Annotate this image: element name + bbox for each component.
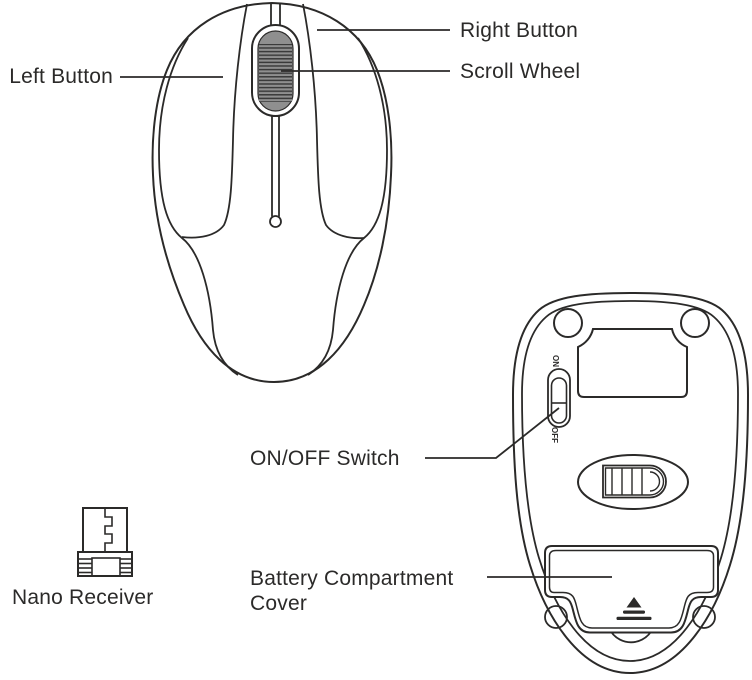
finger-notch: [611, 632, 651, 644]
label-on-off-switch: ON/OFF Switch: [250, 447, 400, 470]
mouse-top-view: [151, 1, 393, 384]
mouse-bottom-view: [511, 291, 750, 675]
label-plate: [577, 328, 688, 398]
on-off-switch: [547, 368, 571, 428]
bottom-view-inner-outline: [521, 300, 739, 662]
left-button-seam: [181, 3, 248, 239]
nano-receiver: [77, 507, 133, 577]
label-right-button: Right Button: [460, 19, 578, 42]
receiver-tab: [91, 557, 121, 577]
mouse-foot-top-left: [553, 308, 583, 338]
seam-end-dot: [269, 215, 282, 228]
left-grip-seam: [158, 37, 239, 376]
switch-on-label: ON: [551, 355, 560, 367]
label-scroll-wheel: Scroll Wheel: [460, 60, 580, 83]
label-left-button: Left Button: [9, 65, 113, 88]
right-button-seam: [302, 3, 365, 240]
battery-compartment-cover: [544, 545, 719, 644]
label-battery-cover-line2: Cover: [250, 592, 307, 615]
receiver-ribs: [78, 558, 132, 574]
battery-latch-arrow: [616, 597, 652, 620]
scroll-wheel-slot: [251, 4, 300, 228]
mouse-foot-top-right: [680, 308, 710, 338]
sensor-window: [577, 454, 689, 510]
on-off-switch-leader-line: [425, 407, 560, 459]
usb-connector-seam: [104, 508, 113, 552]
right-grip-seam: [307, 37, 388, 376]
label-nano-receiver: Nano Receiver: [12, 586, 154, 609]
mouse-foot-bottom-right: [692, 605, 716, 629]
mouse-foot-bottom-left: [544, 605, 568, 629]
label-battery-cover-line1: Battery Compartment: [250, 567, 453, 590]
scroll-wheel: [257, 30, 294, 112]
switch-knob: [550, 377, 568, 424]
switch-off-label: OFF: [550, 427, 559, 443]
